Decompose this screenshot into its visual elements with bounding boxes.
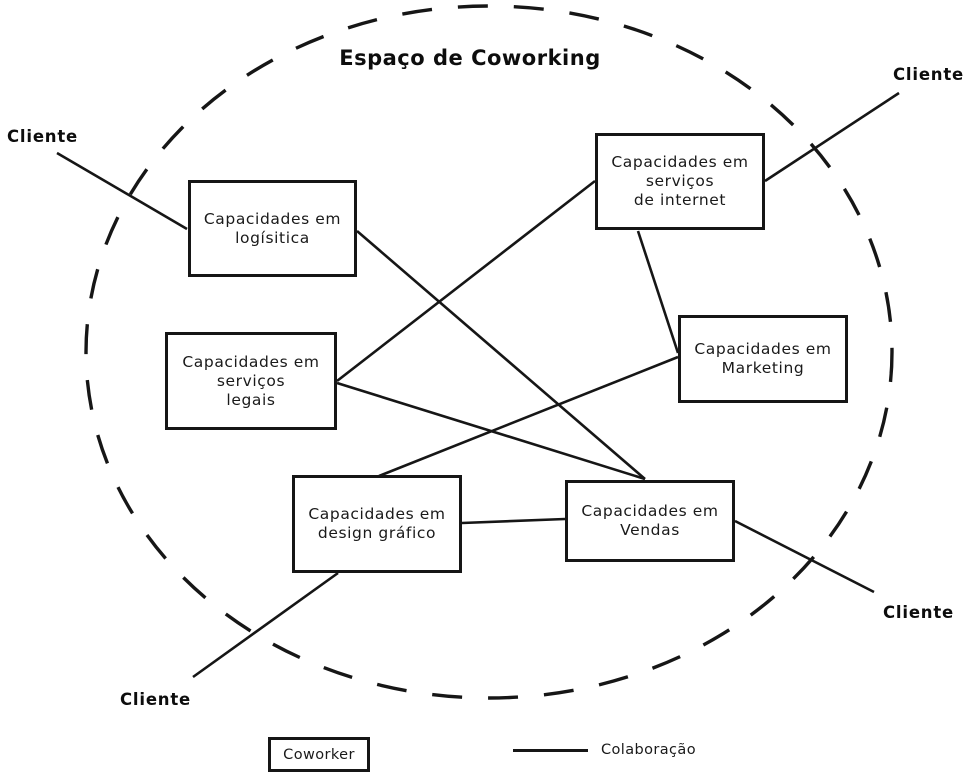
coworking-space-boundary xyxy=(84,4,894,700)
edge-vendas--cliente-br xyxy=(734,519,875,594)
cliente-bottom-right-label: Cliente xyxy=(883,603,955,622)
node-label-line: Capacidades em xyxy=(694,340,832,358)
legend-collaboration-line xyxy=(513,749,588,752)
edge-logistica--vendas xyxy=(356,230,646,480)
node-label-line: Capacidades em xyxy=(581,502,719,520)
cliente-top-left-label: Cliente xyxy=(7,127,79,146)
edge-design-grafico--cliente-bl xyxy=(192,571,339,679)
edge-cliente-tl--logistica xyxy=(56,151,188,231)
node-label-line: Capacidades em xyxy=(308,505,446,523)
edge-design-grafico--vendas xyxy=(461,517,566,525)
cliente-top-right-label: Cliente xyxy=(893,65,965,84)
node-label-line: Capacidades em xyxy=(611,153,749,171)
node-label-line: Vendas xyxy=(620,521,680,539)
node-label-line: legais xyxy=(226,390,276,409)
node-label-line: Capacidades em xyxy=(182,352,320,371)
edge-servicos-internet--cliente-tr xyxy=(764,91,900,183)
cliente-bottom-left-label: Cliente xyxy=(120,690,192,709)
legend-coworker-box: Coworker xyxy=(268,737,370,772)
edge-servicos-internet--marketing xyxy=(636,230,680,354)
node-label-line: Capacidades em xyxy=(203,209,342,228)
node-label-line: design gráfico xyxy=(317,524,437,542)
edge-design-grafico--marketing xyxy=(378,355,679,478)
edge-servicos-legais--servicos-internet xyxy=(336,179,596,383)
legend-coworker-label: Coworker xyxy=(283,746,355,763)
node-label-line: Marketing xyxy=(721,359,805,377)
node-label-line: de internet xyxy=(633,191,727,209)
node-label-line: serviços xyxy=(645,172,715,190)
node-label-line: logísitica xyxy=(235,228,310,247)
node-label-line: serviços xyxy=(216,371,286,390)
diagram-title: Espaço de Coworking xyxy=(339,46,601,70)
legend-collaboration-label: Colaboração xyxy=(601,742,696,758)
